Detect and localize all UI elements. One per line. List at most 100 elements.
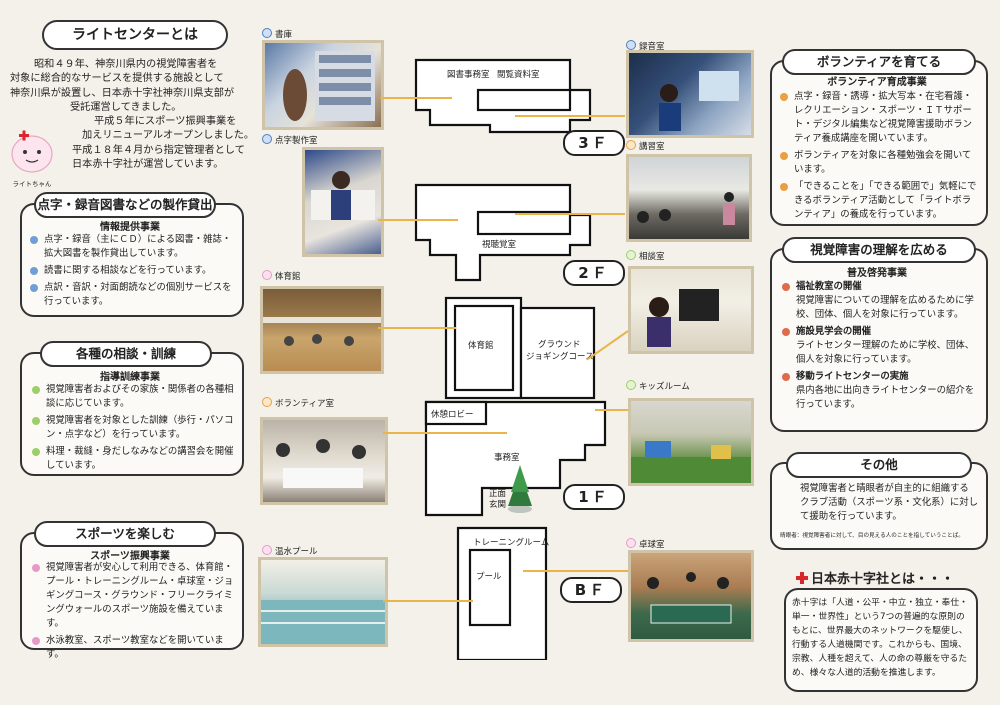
- photo-volunteer: [260, 417, 388, 505]
- photo-label-kids: キッズルーム: [626, 380, 690, 392]
- connector: [515, 115, 625, 117]
- photo-recording: [626, 50, 754, 138]
- bullet-icon: [32, 564, 40, 572]
- label-icon: [626, 140, 636, 150]
- redcross-panel: [784, 588, 978, 692]
- list-item: 視覚障害者およびその家族・関係者の各種相談に応じています。: [32, 383, 235, 411]
- pool-illustration: [261, 600, 385, 644]
- photo-label-library: 書庫: [262, 28, 292, 40]
- intro-line: 平成１８年４月から指定管理者として: [72, 144, 245, 156]
- room-gym-inner: [453, 304, 515, 392]
- production-subtitle: 情報提供事業: [100, 222, 160, 233]
- understanding-list: 福祉教室の開催視覚障害についての理解を広めるために学校、団体、個人を対象に行って…: [782, 280, 980, 415]
- photo-label-pingpong: 卓球室: [626, 538, 665, 550]
- room-label-training: トレーニングルーム: [473, 538, 550, 548]
- photo-braille: [302, 147, 384, 257]
- room-lobby: [424, 400, 488, 426]
- label-icon: [262, 545, 272, 555]
- room-2f-inner: [476, 210, 572, 236]
- intro-line: 対象に総合的なサービスを提供する施設として: [10, 73, 224, 85]
- bullet-icon: [782, 283, 790, 291]
- consult-panel: [20, 352, 244, 476]
- room-label-lobby: 休憩ロビー: [431, 410, 474, 420]
- intro-line: 加えリニューアルオープンしました。: [82, 130, 255, 142]
- list-item: 読書に関する相談などを行っています。: [30, 264, 235, 278]
- photo-consult: [628, 266, 754, 354]
- list-item: 点字・録音・誘導・拡大写本・在宅看護・レクリエーション・スポーツ・ＩＴサポート・…: [780, 90, 978, 146]
- volunteer-title: ボランティアを育てる: [782, 49, 976, 75]
- room-label-entrance-1: 正面: [489, 489, 507, 499]
- photo-kids: [628, 398, 754, 486]
- list-item: 「できることを」「できる範囲で」気軽にできるボランティア活動として「ライトボラン…: [780, 180, 978, 222]
- intro-title: ライトセンターとは: [42, 20, 228, 50]
- other-note: 晴眼者：視覚障害者に対して、目の見える人のことを指していうことば。: [780, 533, 964, 539]
- volunteer-subtitle: ボランティア育成事業: [827, 77, 927, 88]
- sports-subtitle: スポーツ振興事業: [90, 551, 170, 562]
- photo-label-braille: 点字製作室: [262, 134, 318, 146]
- bullet-icon: [782, 328, 790, 336]
- production-title: 点字・録音図書などの製作貸出: [34, 192, 216, 218]
- photo-library: [262, 40, 384, 130]
- bullet-icon: [32, 637, 40, 645]
- floor-1f: [424, 400, 607, 517]
- label-icon: [262, 134, 272, 144]
- floor-badge-1f: 1Ｆ: [563, 484, 625, 510]
- connector: [595, 409, 628, 411]
- production-list: 点字・録音（主にＣＤ）による図書・雑誌・拡大図書を製作貸出しています。 読書に関…: [30, 233, 235, 312]
- mascot: ライトちゃん: [6, 126, 58, 188]
- photo-label-lecture: 講習室: [626, 140, 665, 152]
- bullet-icon: [32, 448, 40, 456]
- production-panel: [20, 203, 244, 317]
- consult-subtitle: 指導訓練事業: [100, 372, 160, 383]
- bullet-icon: [32, 386, 40, 394]
- room-label-office: 事務室: [494, 453, 520, 463]
- photo-label-pool: 温水プール: [262, 545, 318, 557]
- sports-panel: [20, 532, 244, 650]
- room-ground: [519, 306, 596, 400]
- room-label-3f-a: 図書事務室: [447, 70, 490, 80]
- consult-title: 各種の相談・訓練: [40, 341, 212, 367]
- recording-illustration: [659, 71, 739, 131]
- room-label-gym: 体育館: [468, 341, 494, 351]
- bullet-icon: [780, 152, 788, 160]
- bullet-icon: [30, 267, 38, 275]
- photo-label-volunteer: ボランティア室: [262, 397, 334, 409]
- intro-line: 平成５年にスポーツ振興事業を: [94, 116, 237, 128]
- kids-illustration: [631, 441, 751, 483]
- connector: [515, 213, 625, 215]
- label-icon: [626, 380, 636, 390]
- lecture-illustration: [637, 192, 735, 225]
- mascot-icon: [11, 130, 53, 173]
- red-cross-icon: [796, 572, 808, 584]
- photo-label-gym: 体育館: [262, 270, 301, 282]
- photo-lecture: [626, 154, 752, 242]
- connector: [378, 219, 458, 221]
- volunteer-illustration: [276, 439, 366, 488]
- connector: [380, 97, 452, 99]
- list-item: 点訳・音訳・対面朗読などの個別サービスを行っています。: [30, 281, 235, 309]
- label-icon: [626, 40, 636, 50]
- label-icon: [626, 538, 636, 548]
- bullet-icon: [30, 284, 38, 292]
- consult-list: 視覚障害者およびその家族・関係者の各種相談に応じています。 視覚障害者を対象とし…: [32, 383, 235, 476]
- list-item: 水泳教室、スポーツ教室などを開いています。: [32, 634, 235, 662]
- intro-text: 昭和４９年、神奈川県内の視覚障害者を 対象に総合的なサービスを提供する施設として…: [10, 58, 255, 172]
- bullet-icon: [780, 93, 788, 101]
- floor-badge-3f: 3Ｆ: [563, 130, 625, 156]
- connector: [523, 570, 628, 572]
- floor-badge-bf: BＦ: [560, 577, 622, 603]
- bullet-icon: [30, 236, 38, 244]
- list-item: 視覚障害者を対象とした訓練（歩行・パソコン・点字など）を行っています。: [32, 414, 235, 442]
- photo-pool: [258, 557, 388, 647]
- intro-line: 日本赤十字社が運営しています。: [72, 159, 224, 171]
- label-icon: [262, 397, 272, 407]
- other-title: その他: [786, 452, 972, 478]
- list-item: 料理・裁縫・身だしなみなどの講習会を開催しています。: [32, 445, 235, 473]
- list-item: 視覚障害者が安心して利用できる、体育館・プール・トレーニングルーム・卓球室・ジョ…: [32, 561, 235, 631]
- bullet-icon: [32, 417, 40, 425]
- list-item: 福祉教室の開催視覚障害についての理解を広めるために学校、団体、個人を対象に行って…: [782, 280, 980, 322]
- label-icon: [262, 270, 272, 280]
- braille-illustration: [311, 171, 375, 220]
- redcross-heading: 日本赤十字社とは・・・: [796, 568, 954, 587]
- gym-illustration: [263, 317, 381, 346]
